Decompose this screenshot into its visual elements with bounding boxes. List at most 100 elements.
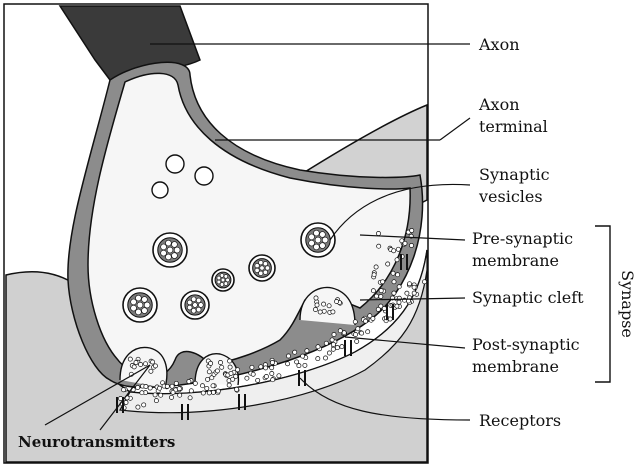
vesicle: [212, 269, 234, 291]
neurotransmitter-dot: [264, 366, 268, 370]
neurotransmitter-dot: [206, 377, 210, 381]
label-synaptic-vesicles-2: vesicles: [478, 187, 543, 206]
neurotransmitter-dot: [340, 345, 344, 349]
neurotransmitter-dot: [374, 294, 378, 298]
neurotransmitter-dot: [251, 372, 255, 376]
neurotransmitter-dot: [270, 371, 274, 375]
neurotransmitter-dot: [143, 362, 147, 366]
neurotransmitter-dot: [154, 399, 158, 403]
neurotransmitter-dot: [209, 361, 213, 365]
neurotransmitter-dot: [376, 307, 380, 311]
neurotransmitter-dot: [189, 389, 193, 393]
neurotransmitter-dot: [327, 304, 331, 308]
neurotransmitter-dot: [132, 365, 136, 369]
neurotransmitter-dot: [136, 405, 140, 409]
neurotransmitter-dot: [303, 363, 307, 367]
label-post-synaptic-1: Post-synaptic: [472, 335, 580, 354]
neurotransmitter-dot: [353, 320, 357, 324]
neurotransmitter-dot: [188, 396, 192, 400]
neurotransmitter-dot: [396, 273, 400, 277]
neurotransmitter-dot: [149, 369, 153, 373]
neurotransmitter-dot: [353, 332, 357, 336]
synapse-bracket: [595, 226, 610, 382]
vesicle: [181, 291, 209, 319]
neurotransmitter-dot: [396, 247, 400, 251]
label-receptors: Receptors: [479, 411, 561, 430]
neurotransmitter-dot: [314, 296, 318, 300]
neurotransmitter-dot: [256, 378, 260, 382]
neurotransmitter-dot: [177, 387, 181, 391]
neurotransmitter-dot: [371, 289, 375, 293]
label-pre-synaptic-2: membrane: [472, 251, 559, 270]
neurotransmitter-dot: [264, 374, 268, 378]
neurotransmitter-dot: [277, 374, 281, 378]
label-axon: Axon: [478, 35, 520, 54]
neurotransmitter-dot: [382, 306, 386, 310]
neurotransmitter-dot: [169, 395, 173, 399]
neurotransmitter-dot: [316, 345, 320, 349]
neurotransmitter-dot: [215, 369, 219, 373]
label-synaptic-cleft: Synaptic cleft: [472, 288, 584, 307]
neurotransmitter-dot: [376, 231, 380, 235]
neurotransmitter-dot: [331, 310, 335, 314]
neurotransmitter-dot: [386, 262, 390, 266]
neurotransmitter-dot: [392, 280, 396, 284]
label-synapse: Synapse: [618, 270, 636, 338]
neurotransmitter-dot: [342, 331, 346, 335]
neurotransmitter-dot: [330, 338, 334, 342]
label-pre-synaptic-1: Pre-synaptic: [472, 229, 573, 248]
neurotransmitter-dot: [372, 273, 376, 277]
neurotransmitter-dot: [318, 310, 322, 314]
neurotransmitter-dot: [422, 280, 426, 284]
neurotransmitter-dot: [136, 385, 140, 389]
neurotransmitter-dot: [335, 346, 339, 350]
neurotransmitter-dot: [270, 366, 274, 370]
neurotransmitter-dot: [331, 342, 335, 346]
neurotransmitter-dot: [128, 357, 132, 361]
neurotransmitter-dot: [157, 386, 161, 390]
neurotransmitter-dot: [259, 365, 263, 369]
neurotransmitter-dot: [305, 349, 309, 353]
neurotransmitter-dot: [374, 265, 378, 269]
label-axon-terminal-2: terminal: [479, 117, 548, 136]
neurotransmitter-dot: [355, 339, 359, 343]
neurotransmitter-dot: [335, 299, 339, 303]
label-axon-terminal-1: Axon: [478, 95, 520, 114]
neurotransmitter-dot: [229, 371, 233, 375]
neurotransmitter-dot: [250, 365, 254, 369]
neurotransmitter-dot: [218, 360, 222, 364]
neurotransmitter-dot: [207, 370, 211, 374]
neurotransmitter-dot: [220, 365, 224, 369]
neurotransmitter-dot: [211, 390, 215, 394]
neurotransmitter-dot: [363, 319, 367, 323]
neurotransmitter-dot: [236, 368, 240, 372]
neurotransmitter-dot: [322, 302, 326, 306]
neurotransmitter-dot: [379, 294, 383, 298]
neurotransmitter-dot: [144, 384, 148, 388]
neurotransmitter-dot: [332, 332, 336, 336]
neurotransmitter-dot: [165, 384, 169, 388]
neurotransmitter-dot: [245, 376, 249, 380]
neurotransmitter-dot: [324, 341, 328, 345]
neurotransmitter-dot: [381, 280, 385, 284]
neurotransmitter-dot: [174, 381, 178, 385]
neurotransmitter-dot: [207, 391, 211, 395]
neurotransmitter-dot: [200, 384, 204, 388]
neurotransmitter-dot: [360, 331, 364, 335]
neurotransmitter-dot: [407, 282, 411, 286]
neurotransmitter-dot: [159, 393, 163, 397]
neurotransmitter-dot: [148, 386, 152, 390]
neurotransmitter-dot: [397, 300, 401, 304]
neurotransmitter-dot: [315, 303, 319, 307]
neurotransmitter-dot: [412, 291, 416, 295]
neurotransmitter-dot: [201, 391, 205, 395]
neurotransmitter-dot: [142, 403, 146, 407]
neurotransmitter-dot: [216, 389, 220, 393]
vesicle: [249, 255, 275, 281]
vesicle: [153, 233, 187, 267]
neurotransmitter-dot: [228, 359, 232, 363]
neurotransmitter-dot: [286, 362, 290, 366]
vesicle: [301, 223, 335, 257]
neurotransmitter-dot: [270, 360, 274, 364]
